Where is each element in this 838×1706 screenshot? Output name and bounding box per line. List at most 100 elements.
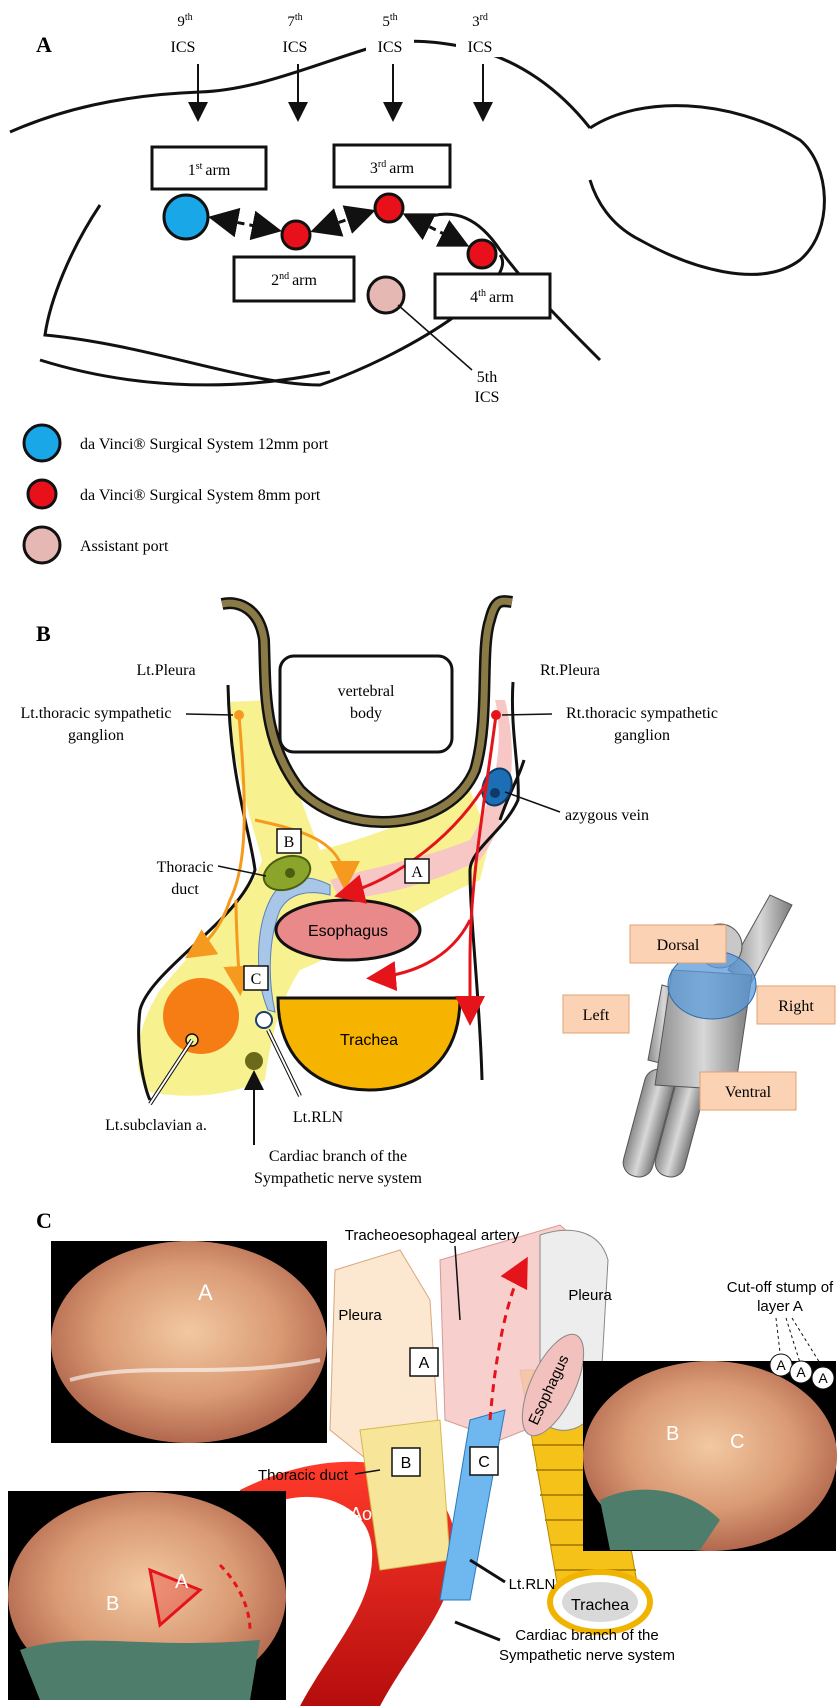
svg-text:3rd: 3rd <box>472 12 488 30</box>
arm-box-4: 4tharm <box>435 274 550 318</box>
port-8mm-arm3 <box>375 194 403 222</box>
endoscopic-photo-3: B C <box>583 1361 837 1551</box>
port-link-2-3 <box>316 212 370 230</box>
ics-label-3: 3rd ICS <box>456 12 504 57</box>
layer-c-b-label: B <box>401 1455 412 1472</box>
cardiac-label-2: Sympathetic nerve system <box>254 1170 423 1187</box>
thoracic-duct-label: Thoracic <box>157 859 214 876</box>
assistant-ics-label: 5th <box>477 369 497 386</box>
svg-text:A: A <box>796 1364 806 1380</box>
assistant-ics-label-2: ICS <box>475 389 500 406</box>
trachea-c-label: Trachea <box>571 1597 629 1614</box>
svg-text:ICS: ICS <box>378 39 403 56</box>
lt-rln-label: Lt.RLN <box>293 1109 344 1126</box>
layer-c-label: C <box>251 971 262 988</box>
rt-ganglion-label-2: ganglion <box>614 727 670 744</box>
arm-box-3: 3rdarm <box>334 145 450 187</box>
lt-ganglion-label-2: ganglion <box>68 727 124 744</box>
azygous-label: azygous vein <box>565 807 649 824</box>
pleura-right-label: Pleura <box>568 1287 612 1304</box>
cardiac-label: Cardiac branch of the <box>269 1148 407 1165</box>
photo-1-a: A <box>198 1280 213 1305</box>
cutoff-label: Cut-off stump of <box>727 1279 834 1296</box>
label-ventral: Ventral <box>725 1084 772 1101</box>
svg-text:5th: 5th <box>382 12 397 30</box>
assistant-port <box>368 277 404 313</box>
port-link-1-2 <box>214 218 276 230</box>
layer-c-a-label: A <box>419 1355 430 1372</box>
label-dorsal: Dorsal <box>657 937 700 954</box>
legend-12mm-swatch <box>24 425 60 461</box>
endoscopic-photo-2: A B <box>8 1491 286 1700</box>
lt-pleura-label: Lt.Pleura <box>136 662 195 679</box>
cardiac-branch-dot <box>245 1052 263 1070</box>
ics-label-7: 7th ICS <box>283 12 308 56</box>
ics-label-9: 9th ICS <box>171 12 196 56</box>
body-outline-head <box>590 106 824 275</box>
legend: da Vinci® Surgical System 12mm port da V… <box>24 425 329 563</box>
panel-c: C Aorta Trachea Esophagus <box>8 1208 837 1706</box>
trachea-label: Trachea <box>340 1032 398 1049</box>
svg-text:ICS: ICS <box>171 39 196 56</box>
svg-text:3rdarm: 3rdarm <box>370 159 415 177</box>
lt-subclavian-label: Lt.subclavian a. <box>105 1117 207 1134</box>
svg-text:ICS: ICS <box>468 39 493 56</box>
port-link-3-4 <box>408 216 464 244</box>
cutoff-label-2: layer A <box>757 1298 803 1315</box>
layer-b-label: B <box>284 834 295 851</box>
pleura-left-label: Pleura <box>338 1307 382 1324</box>
ics-label-5: 5th ICS <box>366 12 414 57</box>
label-right: Right <box>778 998 814 1015</box>
endoscopic-photo-1: A <box>51 1241 327 1443</box>
svg-text:A: A <box>818 1370 828 1386</box>
cardiac-c-label: Cardiac branch of the <box>515 1627 658 1644</box>
svg-text:1starm: 1starm <box>188 161 231 179</box>
vertebral-body-label: vertebral <box>338 683 395 700</box>
legend-12mm-label: da Vinci® Surgical System 12mm port <box>80 436 329 453</box>
lt-rln-c-label: Lt.RLN <box>509 1576 556 1593</box>
photo-3-b: B <box>666 1423 679 1445</box>
port-12mm-arm1 <box>164 195 208 239</box>
tracheoesophageal-label: Tracheoesophageal artery <box>345 1227 520 1244</box>
lt-ganglion-pointer <box>186 714 233 715</box>
panel-a: A 9th ICS 7th ICS 5th ICS 3rd ICS <box>10 12 824 563</box>
panel-a-letter: A <box>36 32 52 57</box>
esophagus-label: Esophagus <box>308 923 388 940</box>
lt-rln-node <box>256 1012 272 1028</box>
legend-assistant-swatch <box>24 527 60 563</box>
rt-ganglion-label: Rt.thoracic sympathetic <box>566 705 718 722</box>
photo-2-a: A <box>175 1571 189 1593</box>
panel-c-letter: C <box>36 1208 52 1233</box>
rt-ganglion-pointer <box>502 714 552 715</box>
vertebral-body-label-2: body <box>350 705 382 722</box>
cardiac-c-label-2: Sympathetic nerve system <box>499 1647 675 1664</box>
lt-ganglion-label: Lt.thoracic sympathetic <box>20 705 171 722</box>
svg-text:7th: 7th <box>287 12 302 30</box>
cardiac-c-pointer <box>455 1622 500 1640</box>
thoracic-duct-label-2: duct <box>171 881 199 898</box>
legend-8mm-swatch <box>28 480 56 508</box>
svg-text:A: A <box>776 1357 786 1373</box>
svg-text:ICS: ICS <box>283 39 308 56</box>
layer-a-label: A <box>411 864 423 881</box>
panel-b: B vertebral body Esophagus Trachea <box>20 601 835 1187</box>
rt-pleura-label: Rt.Pleura <box>540 662 600 679</box>
layer-c-c-label: C <box>478 1454 490 1471</box>
vertebral-body <box>280 656 452 752</box>
orientation-figure: Dorsal Left Right Ventral <box>563 895 835 1180</box>
label-left: Left <box>583 1007 610 1024</box>
photo-3-c: C <box>730 1431 744 1453</box>
photo-2-b: B <box>106 1593 119 1615</box>
lt-subclavian-artery <box>163 978 239 1054</box>
port-8mm-arm4 <box>468 240 496 268</box>
legend-8mm-label: da Vinci® Surgical System 8mm port <box>80 487 321 504</box>
port-8mm-arm2 <box>282 221 310 249</box>
layer-c-blue <box>440 1410 505 1600</box>
panel-b-letter: B <box>36 621 51 646</box>
legend-assistant-label: Assistant port <box>80 538 169 555</box>
